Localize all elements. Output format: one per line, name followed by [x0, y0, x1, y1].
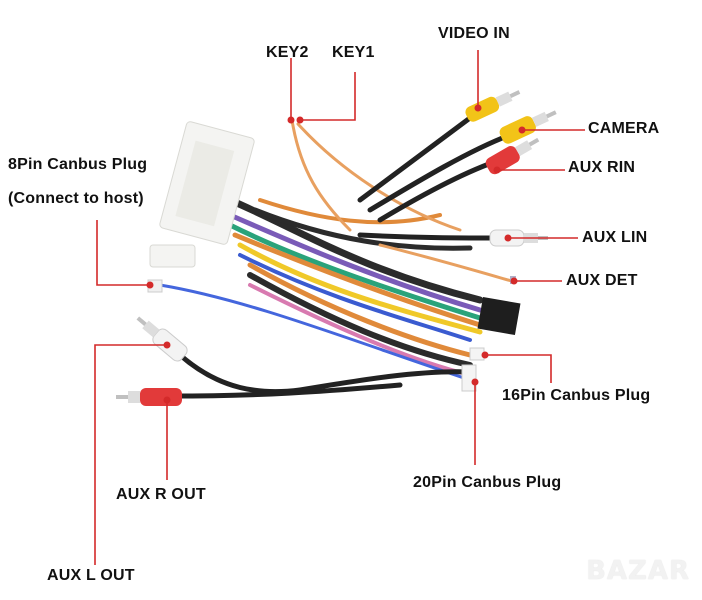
canbus-8pin-connector: [147, 121, 255, 293]
label-canbus-8pin: 8Pin Canbus Plug: [8, 156, 148, 173]
label-canbus-8pin-note: (Connect to host): [8, 190, 144, 207]
canbus-20pin-connector: [461, 364, 477, 392]
label-key2: KEY2: [266, 44, 309, 61]
iso-connector: [477, 296, 521, 336]
label-canbus-16pin: 16Pin Canbus Plug: [502, 387, 651, 404]
label-aux-lin: AUX LIN: [582, 229, 648, 246]
rca-plug-aux-rin: [485, 137, 540, 175]
watermark-logo: BAZAR: [586, 556, 690, 586]
leader-dots: [146, 104, 526, 404]
label-key1: KEY1: [332, 44, 375, 61]
rca-plug-video-in: [465, 90, 521, 122]
label-aux-r-out: AUX R OUT: [116, 486, 206, 503]
label-video-in: VIDEO IN: [438, 25, 510, 42]
rca-plug-camera: [499, 110, 557, 144]
wire-bundle: [158, 109, 517, 399]
label-aux-rin: AUX RIN: [568, 159, 636, 176]
label-camera: CAMERA: [588, 120, 660, 137]
label-canbus-20pin: 20Pin Canbus Plug: [413, 474, 562, 491]
leader-lines: [94, 50, 585, 565]
label-aux-l-out: AUX L OUT: [47, 567, 135, 584]
label-aux-det: AUX DET: [566, 272, 638, 289]
rca-plug-aux-r-out: [116, 388, 182, 406]
rca-plug-aux-l-out: [136, 316, 188, 362]
